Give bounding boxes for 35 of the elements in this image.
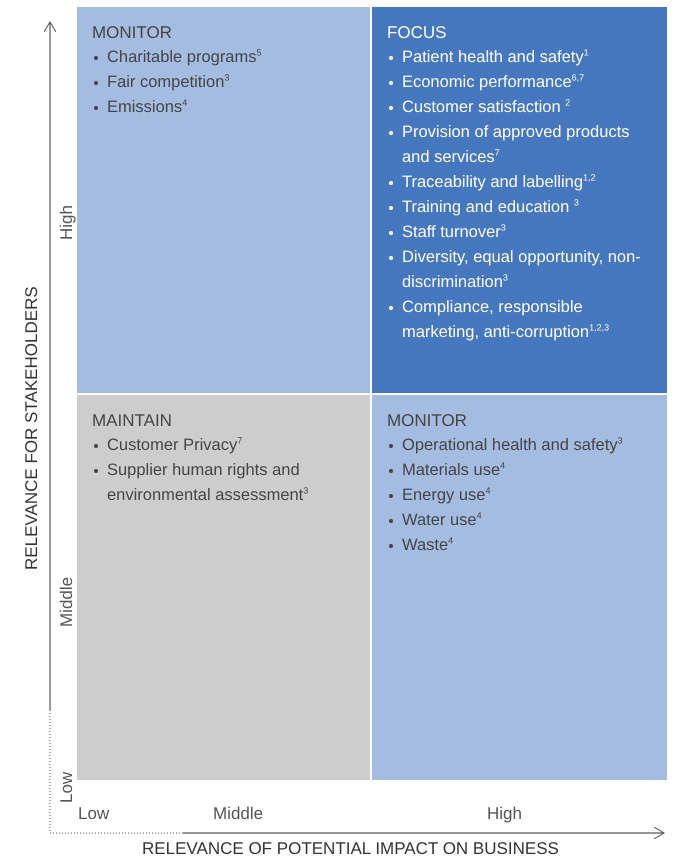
list-item: Materials use$^{4}$ [387,458,655,483]
quadrant-heading: MONITOR [92,22,173,44]
list-item: Provision of approved products and services$^{7}$ [387,120,655,170]
list-item: Traceability and labelling$^{1,2}$ [387,170,655,195]
tick-label: High [487,804,522,824]
list-item: Waste$^{4}$ [387,533,655,558]
list-item: Water use$^{4}$ [387,508,655,533]
list-item: Staff turnover$^{3}$ [387,220,655,245]
axis-title: RELEVANCE OF POTENTIAL IMPACT ON BUSINESS [142,839,559,859]
quadrant-panel [77,395,370,780]
tick-label: Middle [213,804,264,824]
list-item: Fair competition$^{3}$ [92,70,358,95]
list-item: Training and education $^{3}$ [387,195,655,220]
quadrant-heading: MAINTAIN [92,410,173,432]
quadrant-heading: MONITOR [387,410,468,432]
list-item: Patient health and safety$^{1}$ [387,45,655,70]
tick-label: Low [78,804,110,824]
list-item: Compliance, responsible marketing, anti-corruption$^{1,2,3}$ [387,295,655,345]
tick-label: Middle [57,576,77,627]
list-item: Charitable programs$^{5}$ [92,45,358,70]
list-item: Economic performance$^{6,7}$ [387,70,655,95]
tick-label: Low [57,772,77,803]
list-item: Emissions$^{4}$ [92,95,358,120]
quadrant-panel [77,7,370,393]
axis-title: RELEVANCE FOR STAKEHOLDERS [22,286,42,570]
quadrant-heading: FOCUS [387,22,448,44]
list-item: Supplier human rights and environmental assessment$^{3}$ [92,458,358,508]
list-item: Operational health and safety$^{3}$ [387,433,655,458]
list-item: Energy use$^{4}$ [387,483,655,508]
tick-label: High [57,205,77,240]
quadrant-panel [372,395,667,780]
quadrant-panel [372,7,667,393]
list-item: Diversity, equal opportunity, non-discrimination$^{3}$ [387,245,655,295]
list-item: Customer Privacy$^{7}$ [92,433,358,458]
list-item: Customer satisfaction $^{2}$ [387,95,655,120]
